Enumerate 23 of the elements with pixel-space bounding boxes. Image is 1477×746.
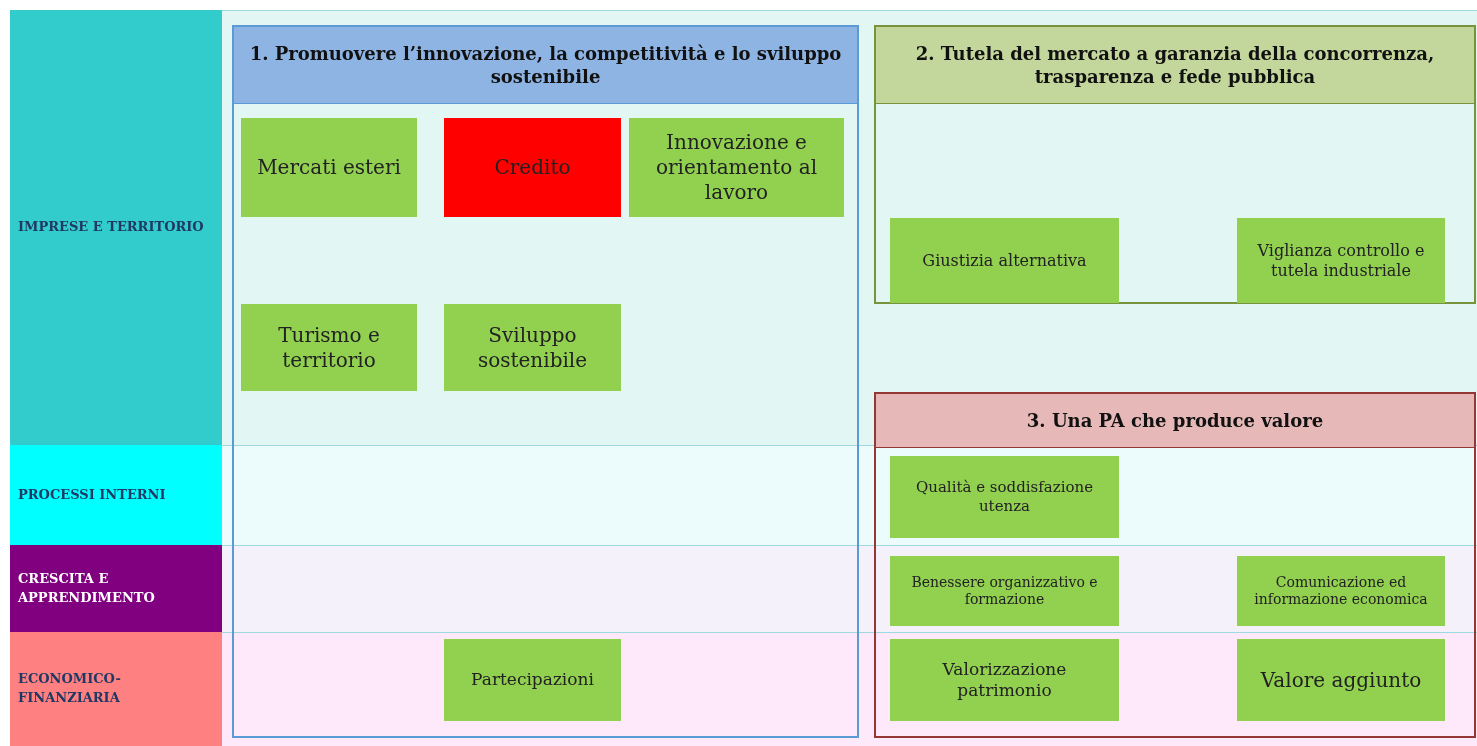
objective-panel <box>232 25 859 738</box>
panel-title: 2. Tutela del mercato a garanzia della concorrenza, trasparenza e fede pubblica <box>876 27 1474 104</box>
goal-box: Comunicazione ed informazione economica <box>1237 556 1445 626</box>
goal-box: Giustizia alternativa <box>890 218 1119 303</box>
goal-box: Mercati esteri <box>241 118 417 217</box>
row-header: ECONOMICO-FINANZIARIA <box>10 632 222 746</box>
goal-box: Viglianza controllo e tutela industriale <box>1237 218 1445 303</box>
goal-box: Turismo e territorio <box>241 304 417 391</box>
row-header: PROCESSI INTERNI <box>10 445 222 545</box>
objective-panel <box>874 392 1476 738</box>
goal-box: Sviluppo sostenibile <box>444 304 621 391</box>
goal-box: Qualità e soddisfazione utenza <box>890 456 1119 538</box>
panel-title: 1. Promuovere l’innovazione, la competitività e lo sviluppo sostenibile <box>234 27 857 104</box>
row-header: CRESCITA E APPRENDIMENTO <box>10 545 222 632</box>
panel-title: 3. Una PA che produce valore <box>876 394 1474 448</box>
row-header: IMPRESE E TERRITORIO <box>10 10 222 445</box>
goal-box: Credito <box>444 118 621 217</box>
goal-box: Innovazione e orientamento al lavoro <box>629 118 844 217</box>
goal-box: Valore aggiunto <box>1237 639 1445 721</box>
goal-box: Valorizzazione patrimonio <box>890 639 1119 721</box>
objective-panel <box>874 25 1476 304</box>
goal-box: Benessere organizzativo e formazione <box>890 556 1119 626</box>
goal-box: Partecipazioni <box>444 639 621 721</box>
